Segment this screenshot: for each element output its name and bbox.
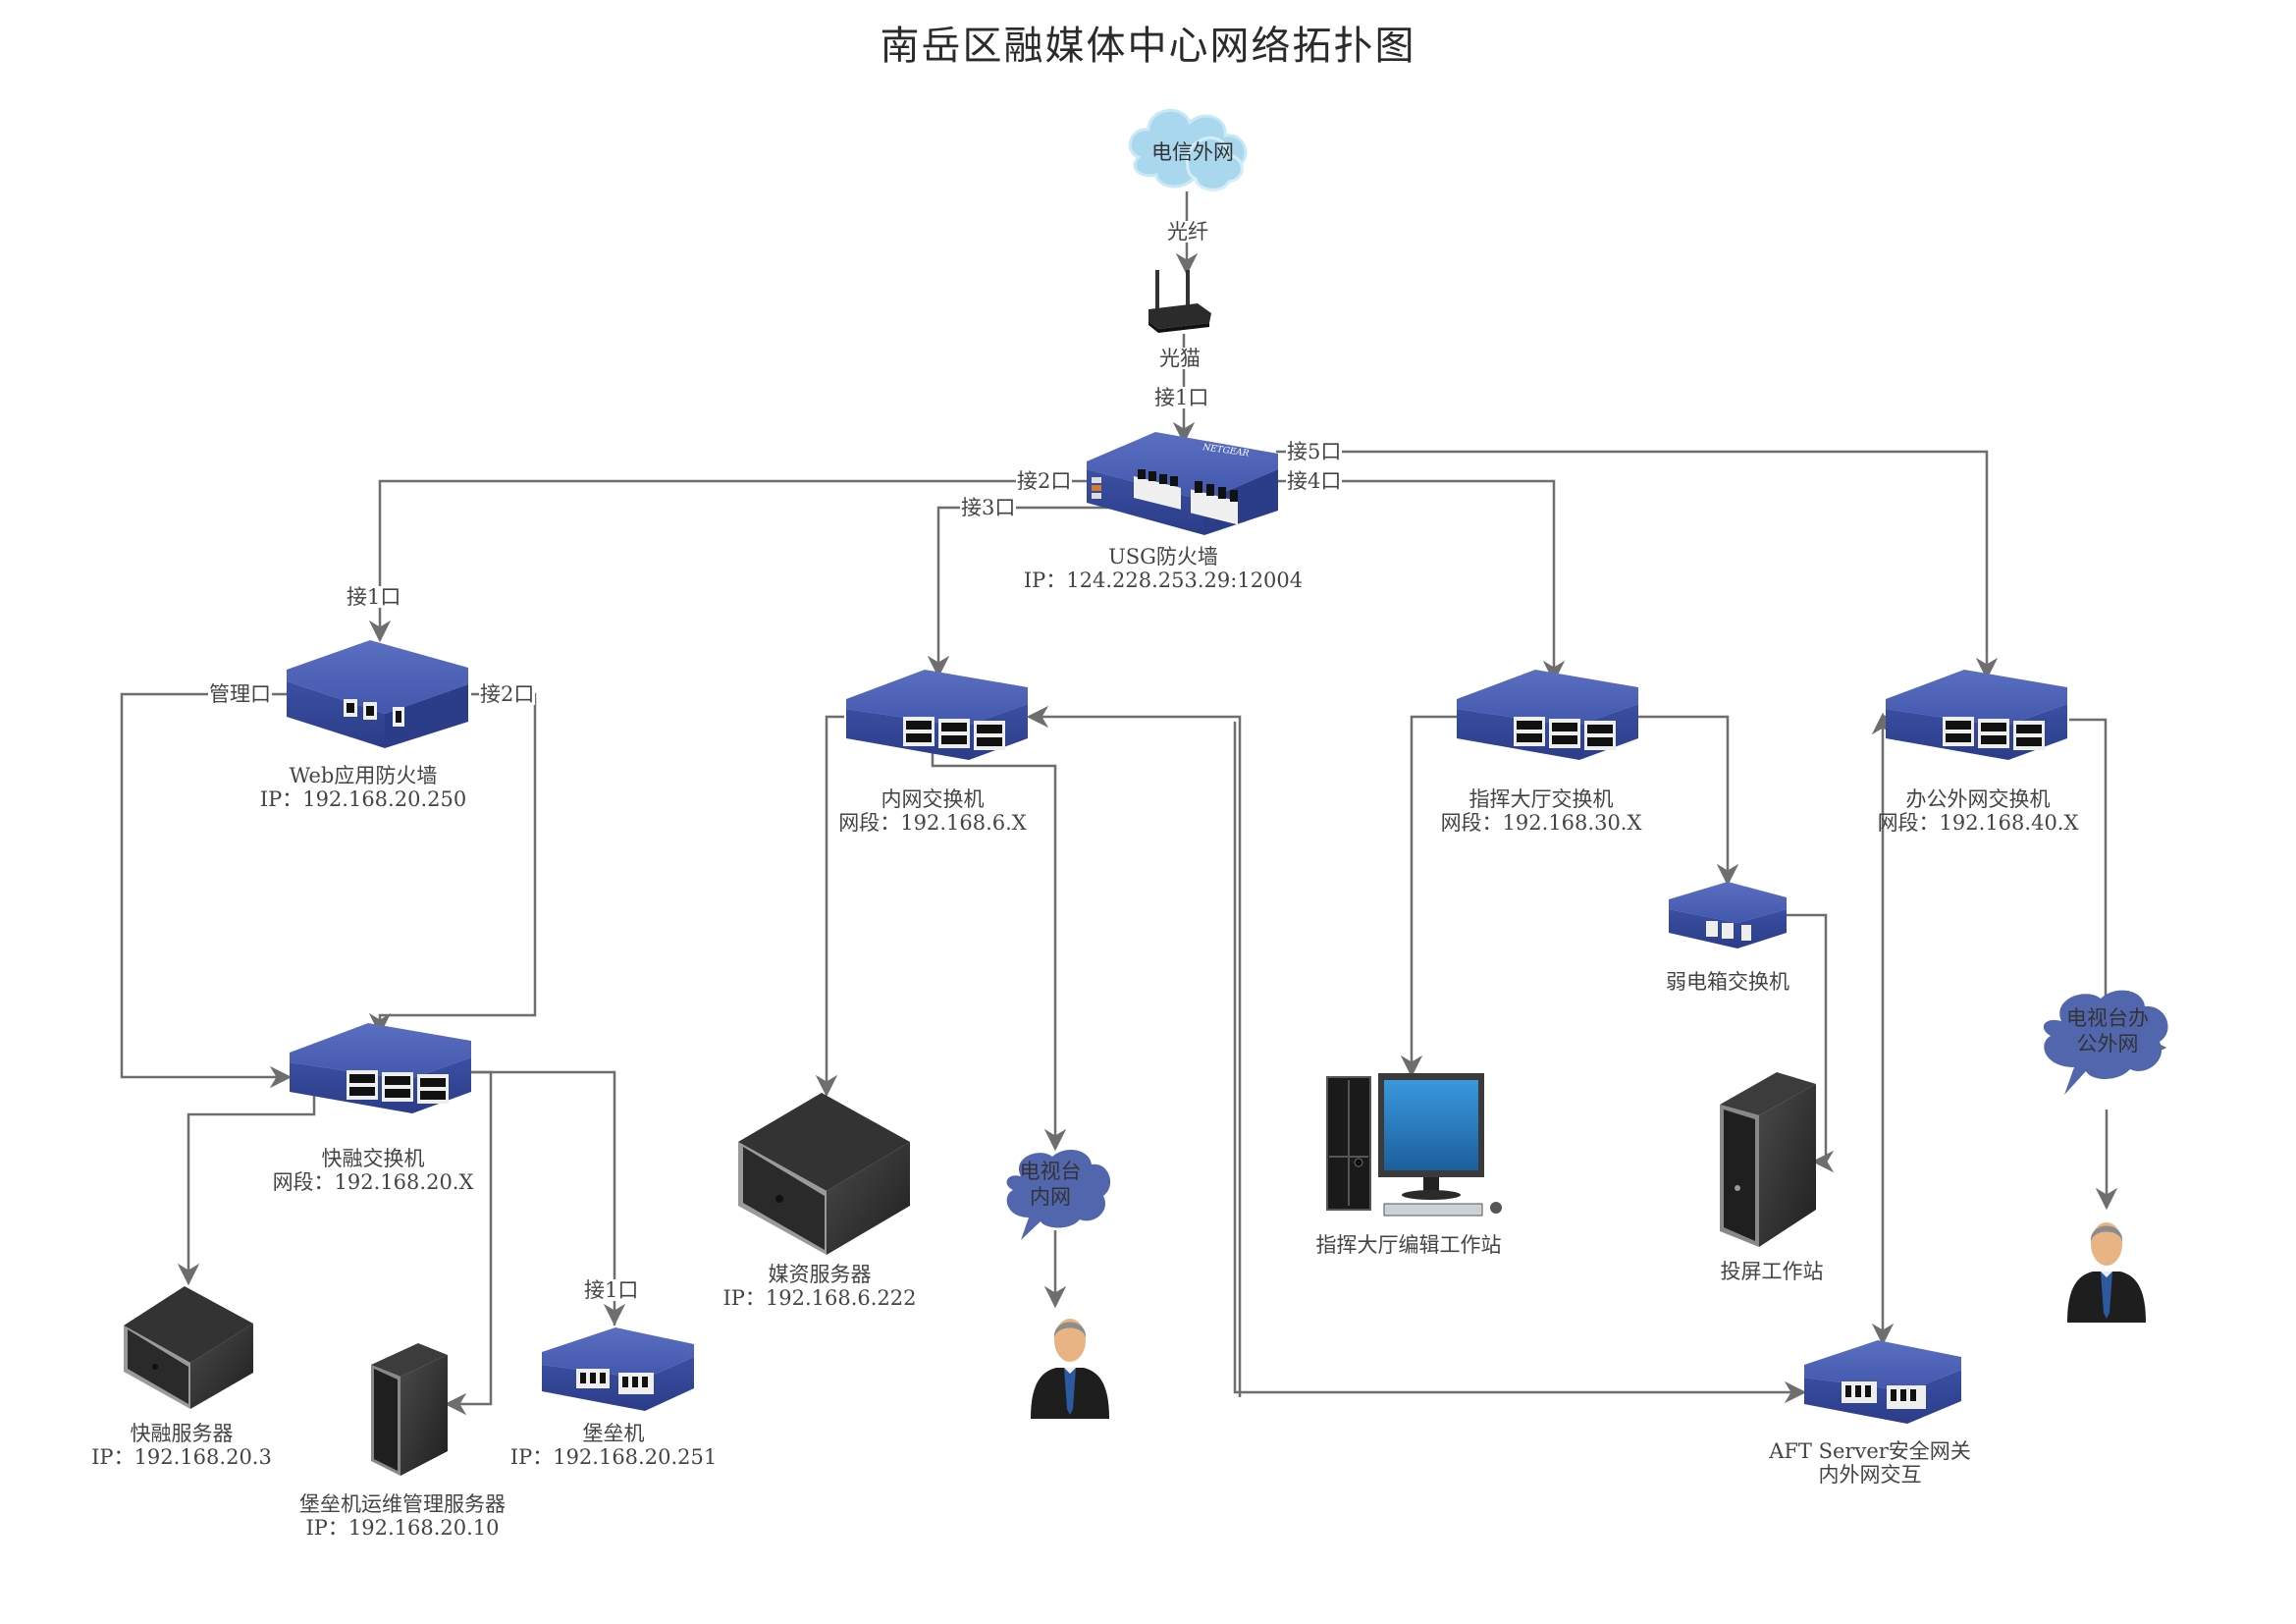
command-switch-icon[interactable] bbox=[1457, 670, 1638, 760]
kuairong-server-name: 快融服务器 bbox=[130, 1422, 234, 1445]
kuairong-server-label: 快融服务器 IP：192.168.20.3 bbox=[69, 1422, 294, 1469]
link-waf-mgmt-kuairong bbox=[120, 692, 293, 1089]
bastion-ops-server-name: 堡垒机运维管理服务器 bbox=[299, 1492, 506, 1516]
link-waf-out-kuairong bbox=[368, 692, 537, 1036]
waf-mgmt-port-label: 管理口 bbox=[208, 682, 272, 706]
waf-out-port-label: 接2口 bbox=[479, 682, 536, 706]
kuairong-switch-name: 快融交换机 bbox=[321, 1147, 425, 1170]
bastion-host-icon[interactable] bbox=[542, 1327, 694, 1411]
office-switch-name: 办公外网交换机 bbox=[1905, 787, 2051, 811]
command-workstation-icon[interactable] bbox=[1326, 1073, 1502, 1217]
tv-office-cloud-icon[interactable] bbox=[2043, 990, 2168, 1095]
tv-intranet-line1: 电视台 bbox=[1019, 1160, 1082, 1183]
modem-router-icon[interactable] bbox=[1148, 270, 1211, 333]
projection-workstation-label: 投屏工作站 bbox=[1720, 1260, 1824, 1283]
bastion-host-label: 堡垒机 IP：192.168.20.251 bbox=[491, 1422, 736, 1469]
kuairong-switch-icon[interactable] bbox=[290, 1023, 471, 1113]
link-inner-tv-cloud bbox=[931, 753, 1067, 1152]
command-workstation-label: 指挥大厅编辑工作站 bbox=[1315, 1233, 1502, 1257]
weak-box-switch-icon[interactable] bbox=[1669, 882, 1787, 948]
usg-port5-label: 接5口 bbox=[1286, 440, 1343, 463]
aft-gateway-icon[interactable] bbox=[1804, 1340, 1961, 1424]
bastion-ops-server-icon[interactable] bbox=[371, 1343, 448, 1476]
weak-box-switch-label: 弱电箱交换机 bbox=[1666, 970, 1789, 994]
bastion-host-ip: IP：192.168.20.251 bbox=[509, 1445, 718, 1469]
link-inner-aft bbox=[1233, 722, 1807, 1404]
tv-office-cloud-label: 电视台办 公外网 bbox=[2044, 1005, 2171, 1056]
kuairong-server-ip: IP：192.168.20.3 bbox=[91, 1445, 272, 1469]
command-switch-segment: 网段：192.168.30.X bbox=[1440, 811, 1642, 835]
aft-gateway-line1: AFT Server安全网关 bbox=[1769, 1439, 1971, 1463]
tv-intranet-line2: 内网 bbox=[1030, 1185, 1071, 1209]
usg-firewall-label: USG防火墙 IP：124.228.253.29:12004 bbox=[982, 545, 1345, 592]
office-switch-icon[interactable] bbox=[1886, 670, 2067, 760]
link-command-workstation bbox=[1400, 715, 1463, 1078]
modem-label: 光猫 bbox=[1158, 347, 1201, 370]
link-usg-command-switch bbox=[1276, 479, 1566, 683]
bastion-ops-server-ip: IP：192.168.20.10 bbox=[305, 1516, 500, 1540]
fiber-link-label: 光纤 bbox=[1166, 220, 1209, 244]
user-office-icon[interactable] bbox=[2067, 1222, 2146, 1323]
inner-switch-label: 内网交换机 网段：192.168.6.X bbox=[805, 787, 1060, 835]
media-server-icon[interactable] bbox=[738, 1093, 910, 1255]
waf-label: Web应用防火墙 IP：192.168.20.250 bbox=[216, 764, 510, 811]
internet-cloud-label: 电信外网 bbox=[1151, 140, 1234, 164]
usg-port2-label: 接2口 bbox=[1016, 469, 1073, 493]
waf-name: Web应用防火墙 bbox=[289, 764, 438, 787]
tv-intranet-cloud-label: 电视台 内网 bbox=[1001, 1159, 1099, 1210]
link-usg-office-switch bbox=[1276, 450, 1999, 680]
internet-cloud-icon[interactable] bbox=[1128, 108, 1248, 191]
diagram-title: 南岳区融媒体中心网络拓扑图 bbox=[880, 24, 1416, 69]
usg-port3-label: 接3口 bbox=[960, 496, 1017, 519]
usg-ip: IP：124.228.253.29:12004 bbox=[1023, 568, 1304, 592]
link-aft-inner bbox=[1026, 705, 1242, 1397]
aft-gateway-line2: 内外网交互 bbox=[1818, 1463, 1922, 1487]
office-switch-segment: 网段：192.168.40.X bbox=[1877, 811, 2079, 835]
command-switch-label: 指挥大厅交换机 网段：192.168.30.X bbox=[1414, 787, 1669, 835]
office-switch-label: 办公外网交换机 网段：192.168.40.X bbox=[1850, 787, 2106, 835]
link-command-weakbox bbox=[1634, 715, 1739, 887]
aft-gateway-label: AFT Server安全网关 内外网交互 bbox=[1728, 1439, 2012, 1487]
link-kuairong-bastion bbox=[471, 1070, 616, 1326]
tv-office-line2: 公外网 bbox=[2076, 1032, 2139, 1056]
bastion-ops-server-label: 堡垒机运维管理服务器 IP：192.168.20.10 bbox=[265, 1492, 540, 1540]
waf-ip: IP：192.168.20.250 bbox=[259, 787, 467, 811]
command-switch-name: 指挥大厅交换机 bbox=[1468, 787, 1614, 811]
link-kuairong-ops-server bbox=[444, 1070, 493, 1416]
modem-port-label: 接1口 bbox=[1153, 386, 1210, 409]
tv-intranet-cloud-icon[interactable] bbox=[1006, 1150, 1111, 1240]
projection-workstation-icon[interactable] bbox=[1720, 1072, 1816, 1247]
inner-switch-segment: 网段：192.168.6.X bbox=[838, 811, 1027, 835]
user-intranet-icon[interactable] bbox=[1031, 1319, 1109, 1419]
kuairong-server-icon[interactable] bbox=[124, 1286, 253, 1409]
kuairong-switch-segment: 网段：192.168.20.X bbox=[272, 1170, 474, 1194]
media-server-name: 媒资服务器 bbox=[768, 1263, 872, 1286]
tv-office-line1: 电视台办 bbox=[2066, 1006, 2149, 1030]
link-weakbox-projection bbox=[1777, 913, 1835, 1173]
usg-name: USG防火墙 bbox=[1108, 545, 1218, 568]
waf-in-port-label: 接1口 bbox=[346, 585, 402, 609]
usg-firewall-icon[interactable]: NETGEAR bbox=[1087, 432, 1278, 535]
link-inner-media bbox=[815, 715, 844, 1098]
inner-switch-name: 内网交换机 bbox=[881, 787, 985, 811]
kuairong-switch-label: 快融交换机 网段：192.168.20.X bbox=[245, 1147, 501, 1194]
media-server-label: 媒资服务器 IP：192.168.6.222 bbox=[707, 1263, 933, 1310]
waf-appliance-icon[interactable] bbox=[287, 640, 468, 748]
media-server-ip: IP：192.168.6.222 bbox=[722, 1286, 917, 1310]
bastion-host-name: 堡垒机 bbox=[582, 1422, 645, 1445]
bastion-port-label: 接1口 bbox=[583, 1278, 640, 1302]
usg-port4-label: 接4口 bbox=[1286, 469, 1343, 493]
inner-switch-icon[interactable] bbox=[846, 670, 1028, 760]
